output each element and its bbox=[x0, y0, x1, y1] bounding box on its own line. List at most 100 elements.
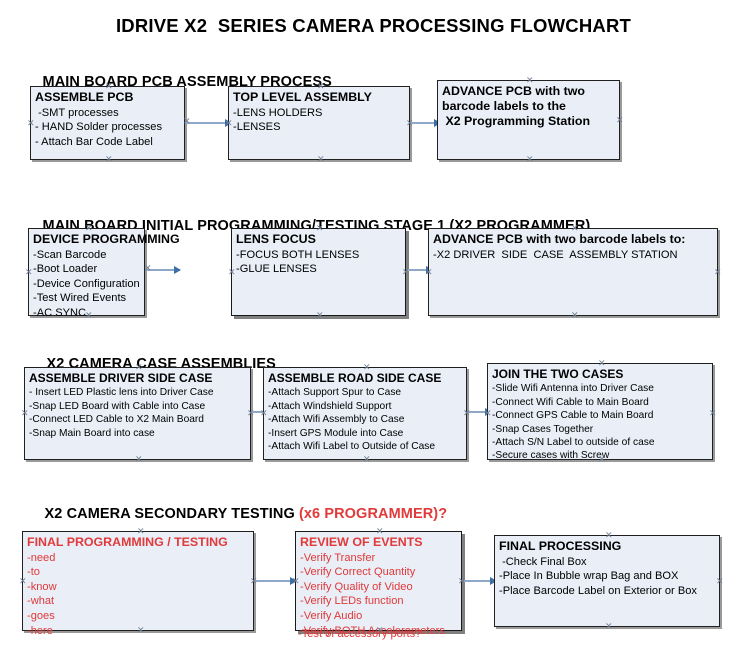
connect-handle-right[interactable] bbox=[144, 265, 151, 272]
resize-handle-bottom[interactable] bbox=[571, 312, 578, 319]
flow-box-join-the-two-cases[interactable]: JOIN THE TWO CASES -Slide Wifi Antenna i… bbox=[484, 360, 716, 463]
flow-box-line: -AC SYNC bbox=[33, 307, 87, 320]
flow-box-title-line-3: X2 Programming Station bbox=[442, 113, 591, 128]
connect-handle-left[interactable] bbox=[292, 578, 299, 585]
page-title: IDRIVE X2 SERIES CAMERA PROCESSING FLOWC… bbox=[115, 15, 632, 36]
flow-box-line: -goes bbox=[27, 610, 55, 623]
connect-handle-left[interactable] bbox=[21, 410, 28, 417]
connector-top-level-assembly-to-advance-pcb bbox=[411, 119, 441, 127]
connector-device-programming-to-lens-focus bbox=[147, 266, 181, 274]
flow-box-line: -Boot Loader bbox=[33, 263, 98, 276]
connect-handle-left[interactable] bbox=[225, 120, 232, 127]
resize-handle-top[interactable] bbox=[526, 77, 533, 84]
flow-box-title: FINAL PROGRAMMING / TESTING bbox=[27, 535, 228, 549]
arrow-head-icon bbox=[174, 266, 181, 274]
connector-final-programming-to-review-of-events bbox=[256, 577, 297, 585]
resize-handle-top[interactable] bbox=[571, 225, 578, 232]
connect-handle-left[interactable] bbox=[484, 410, 491, 417]
flow-box-top-level-assembly[interactable]: TOP LEVEL ASSEMBLY -LENS HOLDERS -LENSES bbox=[228, 86, 410, 160]
flow-box-review-of-events[interactable]: REVIEW OF EVENTS -Verify Transfer -Verif… bbox=[292, 528, 462, 637]
resize-handle-bottom[interactable] bbox=[526, 156, 533, 163]
flow-box-line: -Verify Transfer bbox=[300, 551, 376, 564]
flow-box-title: TOP LEVEL ASSEMBLY bbox=[233, 90, 372, 104]
flow-box-assemble-driver-side-case[interactable]: ASSEMBLE DRIVER SIDE CASE - Insert LED P… bbox=[24, 367, 251, 460]
connect-handle-right[interactable] bbox=[714, 269, 721, 276]
resize-handle-top[interactable] bbox=[316, 225, 323, 232]
section-heading-text: X2 CAMERA SECONDARY TESTING bbox=[44, 506, 299, 522]
resize-handle-bottom[interactable] bbox=[135, 456, 142, 463]
resize-handle-bottom[interactable] bbox=[317, 156, 324, 163]
connect-handle-left[interactable] bbox=[19, 578, 26, 585]
flow-box-title: JOIN THE TWO CASES bbox=[492, 367, 624, 381]
flow-box-final-programming-testing[interactable]: FINAL PROGRAMMING / TESTING -need -to -k… bbox=[19, 528, 254, 637]
flow-box-title: REVIEW OF EVENTS bbox=[300, 535, 423, 549]
connect-handle-left[interactable] bbox=[425, 269, 432, 276]
resize-handle-bottom[interactable] bbox=[598, 456, 605, 463]
resize-handle-top[interactable] bbox=[105, 83, 112, 90]
flow-box-title: DEVICE PROGRAMMING bbox=[33, 232, 180, 246]
flow-box-line: -Place Barcode Label on Exterior or Box bbox=[499, 584, 697, 597]
flow-box-line: - Attach Bar Code Label bbox=[35, 135, 153, 148]
connect-handle-left[interactable] bbox=[25, 269, 32, 276]
resize-handle-bottom[interactable] bbox=[137, 627, 144, 634]
flow-box-line: -Verify Quality of Video bbox=[300, 580, 413, 593]
section-heading-x2-camera-secondary-testing: X2 CAMERA SECONDARY TESTING (x6 PROGRAMM… bbox=[28, 490, 448, 538]
flow-box-line: -Attach Wifi Label to Outside of Case bbox=[268, 440, 436, 452]
flow-box-line: -need bbox=[27, 551, 56, 564]
connect-handle-right[interactable] bbox=[183, 118, 190, 125]
flow-box-line: -Insert GPS Module into Case bbox=[268, 427, 404, 439]
flow-box-line: -Place In Bubble wrap Bag and BOX bbox=[499, 570, 679, 583]
resize-handle-top[interactable] bbox=[85, 225, 92, 232]
connect-handle-left[interactable] bbox=[27, 120, 34, 127]
resize-handle-top[interactable] bbox=[376, 528, 383, 535]
resize-handle-top[interactable] bbox=[137, 528, 144, 535]
resize-handle-top[interactable] bbox=[605, 532, 612, 539]
flow-box-final-processing[interactable]: FINAL PROCESSING -Check Final Box -Place… bbox=[494, 535, 720, 627]
flow-box-line: -Verify BOTH Accelerometers bbox=[300, 624, 445, 637]
resize-handle-bottom[interactable] bbox=[316, 312, 323, 319]
connect-handle-right[interactable] bbox=[616, 117, 623, 124]
flow-box-line: -to bbox=[27, 566, 40, 579]
flow-box-line: -Attach Support Spur to Case bbox=[268, 387, 402, 399]
flow-box-lens-focus[interactable]: LENS FOCUS -FOCUS BOTH LENSES -GLUE LENS… bbox=[231, 228, 406, 316]
flow-box-line: -FOCUS BOTH LENSES bbox=[236, 248, 360, 261]
flow-box-line: -what bbox=[27, 595, 55, 608]
resize-handle-top[interactable] bbox=[135, 364, 142, 371]
flow-box-line: -Device Configuration bbox=[33, 277, 140, 290]
resize-handle-bottom[interactable] bbox=[605, 623, 612, 630]
flow-box-title: ADVANCE PCB with two bbox=[442, 84, 585, 98]
connect-handle-right[interactable] bbox=[709, 410, 716, 417]
flow-box-advance-pcb-driver-side-case[interactable]: ADVANCE PCB with two barcode labels to: … bbox=[428, 228, 718, 316]
flow-box-line: -Attach S/N Label to outside of case bbox=[492, 436, 655, 448]
resize-handle-top[interactable] bbox=[598, 360, 605, 367]
flow-box-assemble-pcb[interactable]: ASSEMBLE PCB -SMT processes - HAND Solde… bbox=[30, 86, 185, 160]
flow-box-title: LENS FOCUS bbox=[236, 232, 316, 246]
resize-handle-bottom[interactable] bbox=[363, 456, 370, 463]
flow-box-line: -Snap Cases Together bbox=[492, 423, 594, 435]
flow-box-line: -Connect GPS Cable to Main Board bbox=[492, 410, 654, 422]
resize-handle-bottom[interactable] bbox=[105, 156, 112, 163]
flow-box-line: -Attach Windshield Support bbox=[268, 400, 392, 412]
connect-handle-left[interactable] bbox=[228, 269, 235, 276]
arrow-head-icon bbox=[490, 577, 497, 585]
flow-box-line: -Verify Audio bbox=[300, 610, 363, 623]
flow-box-line: -know bbox=[27, 580, 57, 593]
flow-box-line: -Verify LEDs function bbox=[300, 595, 404, 608]
flow-box-line: - HAND Solder processes bbox=[35, 121, 163, 134]
flow-box-line: -LENS HOLDERS bbox=[233, 106, 323, 119]
flow-box-assemble-road-side-case[interactable]: ASSEMBLE ROAD SIDE CASE -Attach Support … bbox=[263, 367, 467, 460]
flow-box-line: -Scan Barcode bbox=[33, 248, 107, 261]
flow-box-line: -here bbox=[27, 624, 53, 637]
flow-box-line: -Attach Wifi Assembly to Case bbox=[268, 414, 405, 426]
resize-handle-top[interactable] bbox=[363, 364, 370, 371]
connect-handle-right[interactable] bbox=[716, 578, 723, 585]
flow-box-title: ASSEMBLE PCB bbox=[35, 90, 134, 104]
flow-box-advance-pcb-programming-station[interactable]: ADVANCE PCB with two barcode labels to t… bbox=[437, 80, 620, 160]
flow-box-device-programming[interactable]: DEVICE PROGRAMMING -Scan Barcode -Boot L… bbox=[25, 225, 180, 319]
section-heading-accent: (x6 PROGRAMMER)? bbox=[298, 506, 448, 522]
resize-handle-top[interactable] bbox=[317, 83, 324, 90]
flow-box-title: ASSEMBLE DRIVER SIDE CASE bbox=[29, 371, 213, 385]
resize-handle-bottom[interactable] bbox=[85, 312, 92, 319]
connect-handle-left[interactable] bbox=[260, 410, 267, 417]
